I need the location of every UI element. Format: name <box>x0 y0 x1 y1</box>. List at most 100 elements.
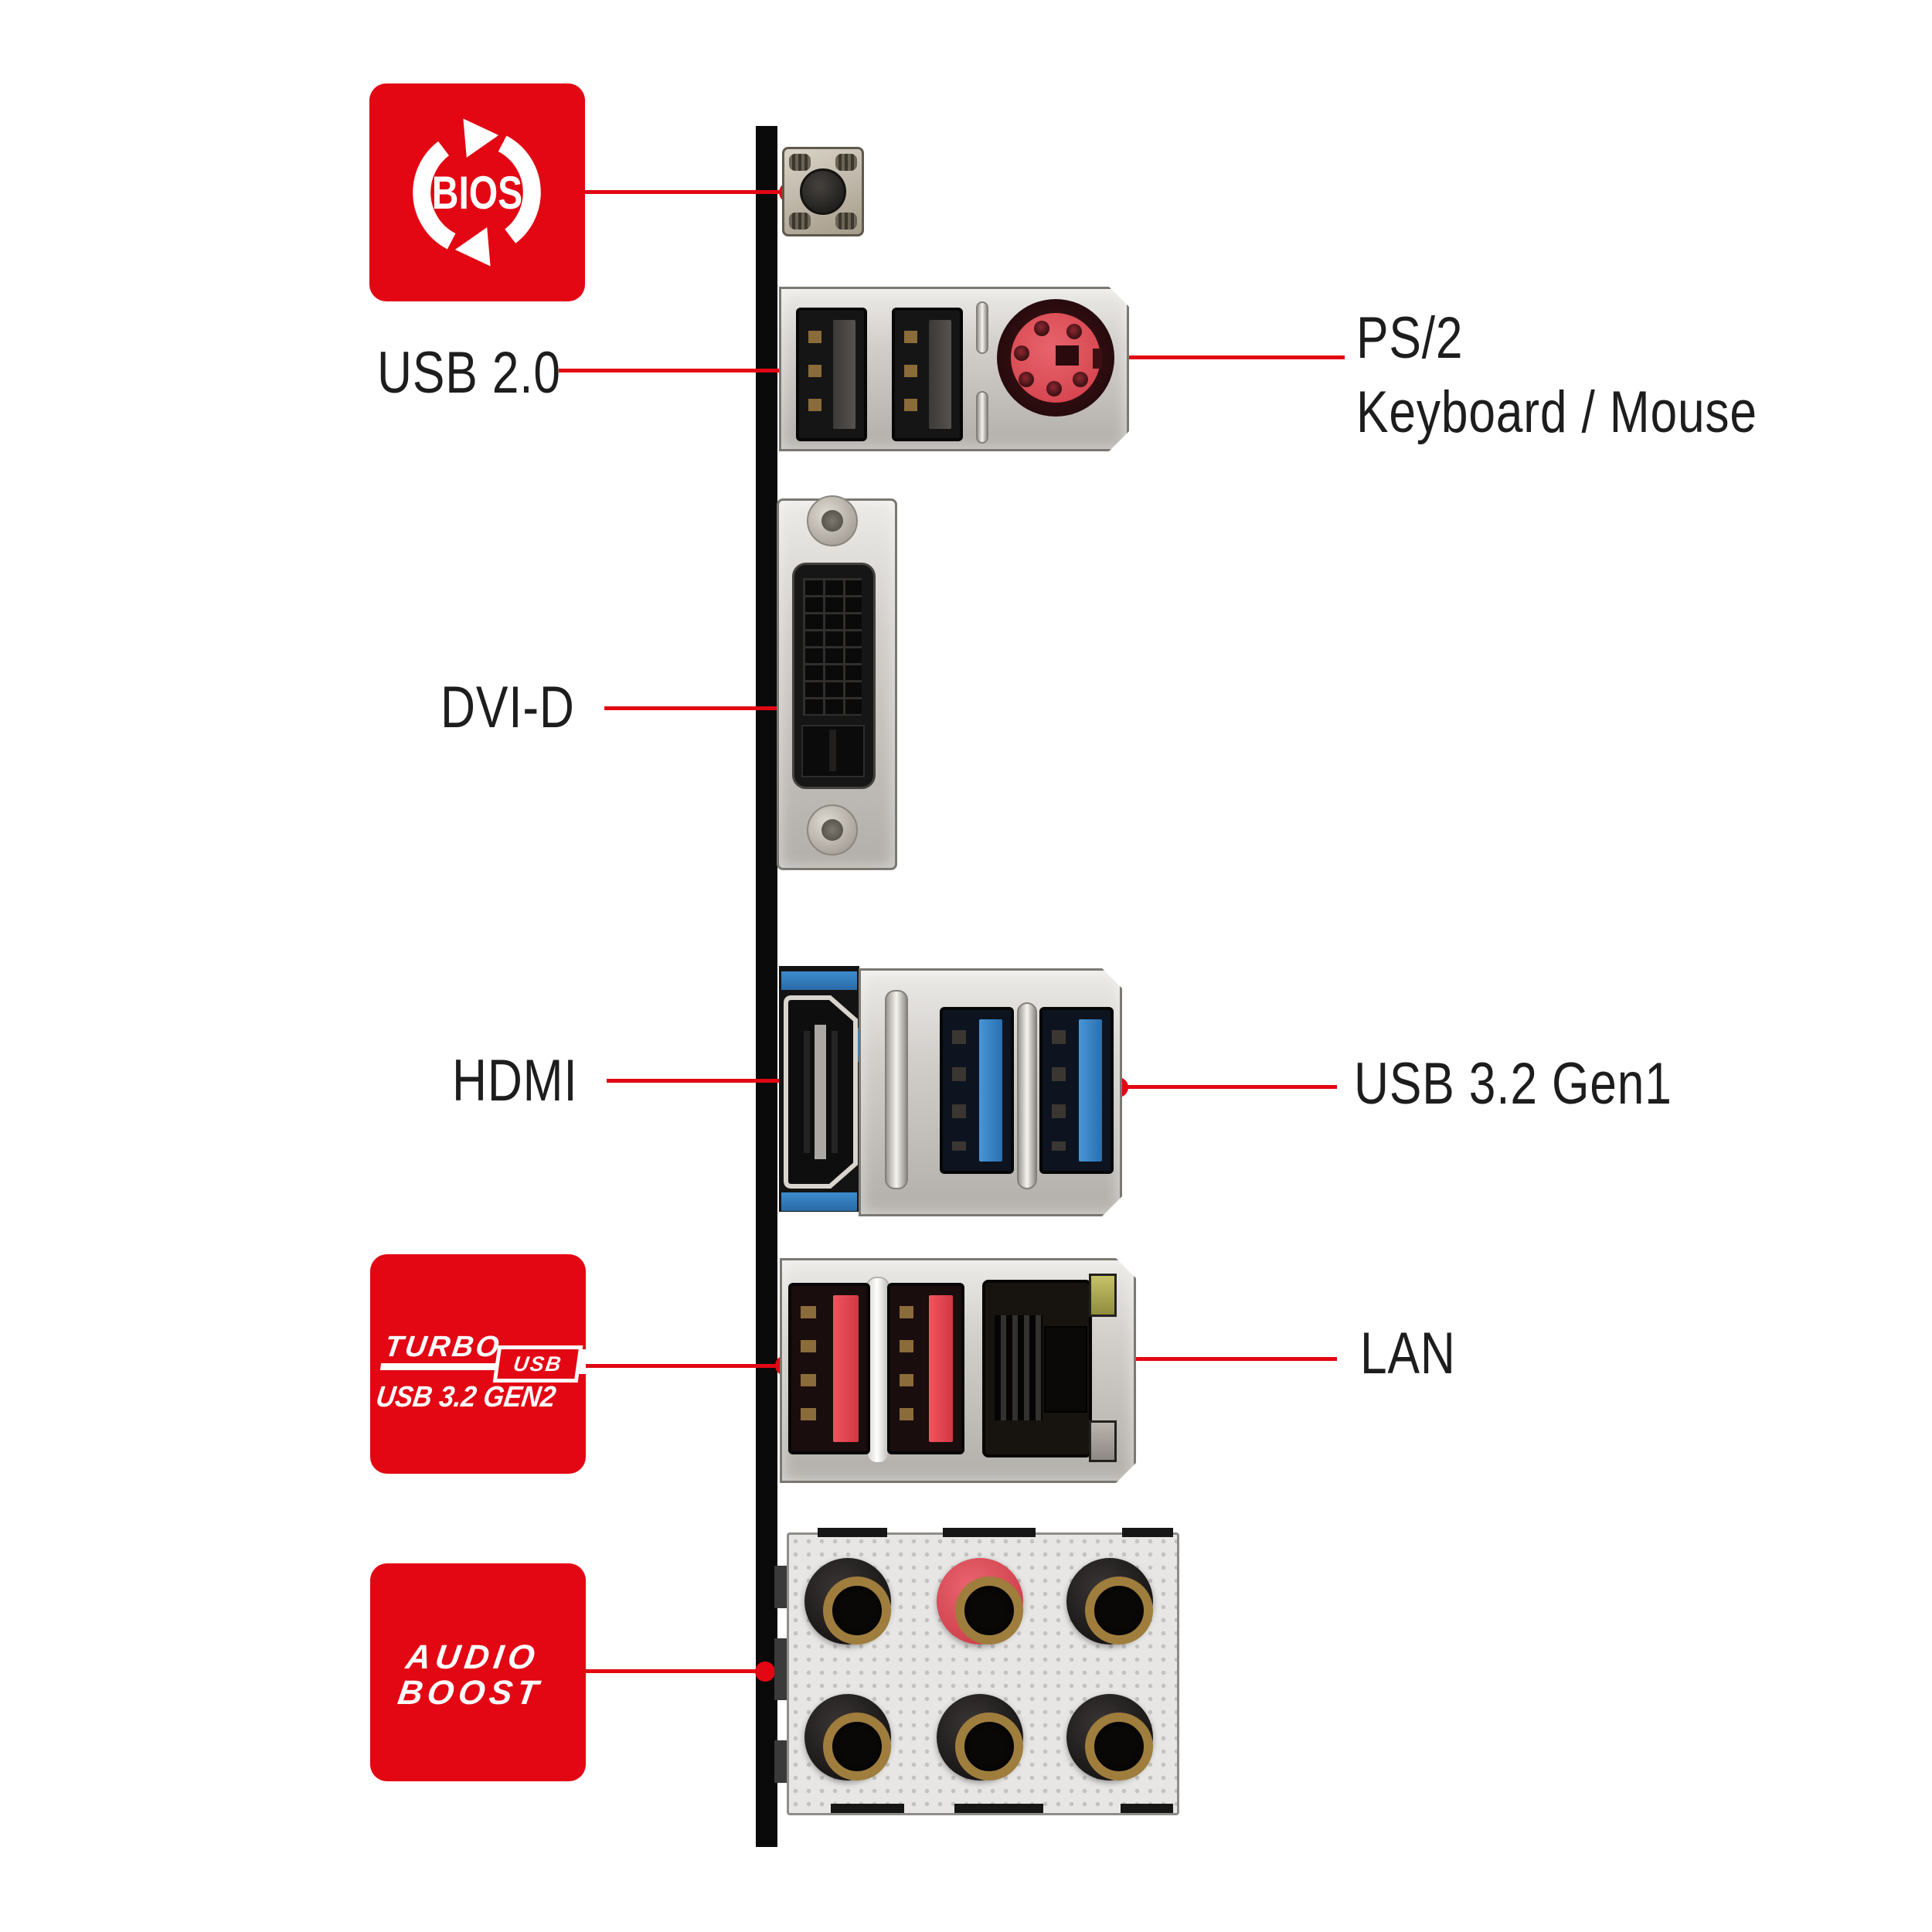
jack-gold-ring <box>823 1577 891 1645</box>
bios-flashback-button <box>782 147 864 236</box>
audio-jack <box>804 1694 891 1781</box>
usb-contacts <box>1052 1030 1066 1151</box>
hdmi-port <box>784 995 858 1189</box>
usb-gen2-tongue <box>928 1295 953 1442</box>
ps2-label: PS/2 Keyboard / Mouse <box>1356 301 1757 450</box>
ps2-key-slot <box>1056 345 1079 366</box>
usb-gen2-tongue <box>832 1295 859 1442</box>
lan-latch <box>1044 1326 1087 1413</box>
audio-boost-word-boost: BOOST <box>395 1674 546 1712</box>
button-plunger <box>800 168 846 215</box>
panel-notch <box>954 1804 1043 1813</box>
turbo-usb-box: USB <box>492 1345 583 1383</box>
lan-callout-line <box>1096 1357 1337 1361</box>
panel-groove <box>885 990 908 1189</box>
button-pad <box>835 154 857 171</box>
dvi-pin-grid <box>803 578 862 716</box>
button-pad <box>835 213 857 230</box>
audio-jack <box>1066 1694 1153 1781</box>
audio-jack <box>804 1558 891 1645</box>
turbo-usb-underline <box>379 1363 498 1370</box>
bios-badge-label: BIOS <box>431 166 523 219</box>
audio-boost-badge: AUDIO BOOST <box>370 1563 586 1781</box>
screw-hole <box>821 510 843 532</box>
jack-gold-ring <box>1085 1577 1153 1645</box>
usb-gen2-port-2 <box>887 1283 964 1454</box>
usb-contacts <box>801 1306 816 1431</box>
usb3-gen1-label: USB 3.2 Gen1 <box>1354 1051 1672 1117</box>
button-pad <box>789 154 811 171</box>
jack-gold-ring <box>955 1713 1023 1781</box>
ps2-pin-hole <box>1046 381 1062 396</box>
dvi-screw-bottom <box>807 804 858 855</box>
panel-notch <box>831 1804 904 1813</box>
dvi-blade-slot <box>801 725 865 777</box>
panel-notch <box>1122 1528 1173 1537</box>
turbo-usb-badge: TURBO USB USB 3.2 GEN2 <box>370 1254 591 1474</box>
dvi-label: DVI-D <box>440 675 575 740</box>
panel-notch <box>818 1528 887 1537</box>
usb-contacts <box>904 331 917 418</box>
usb2-port-2 <box>892 308 963 441</box>
panel-notch <box>1121 1804 1173 1813</box>
audio-boost-logo: AUDIO BOOST <box>355 1563 601 1781</box>
audio-callout-dot <box>755 1662 775 1682</box>
lan-led-activity <box>1089 1274 1117 1317</box>
usb2-tongue <box>929 320 951 429</box>
panel-groove <box>976 391 988 444</box>
usb-gen2-port-1 <box>788 1283 870 1454</box>
ps2-label-subtitle: Keyboard / Mouse <box>1356 379 1757 445</box>
ps2-port <box>997 299 1114 417</box>
jack-gold-ring <box>823 1713 891 1781</box>
hdmi-callout-line <box>607 1079 797 1083</box>
panel-tab <box>774 1740 787 1783</box>
button-pad <box>789 213 811 230</box>
ps2-callout-line <box>1111 355 1345 359</box>
usb3-stack-plastic <box>781 971 857 990</box>
panel-groove <box>1017 1002 1037 1189</box>
panel-groove <box>976 301 988 354</box>
panel-tab <box>774 1638 787 1700</box>
panel-tab <box>774 1566 787 1608</box>
turbo-usb-logo: TURBO USB USB 3.2 GEN2 <box>355 1254 601 1474</box>
usb-contacts <box>900 1306 914 1431</box>
ps2-pin-hole <box>1066 324 1082 339</box>
lan-led-link <box>1089 1420 1117 1462</box>
usb3-tongue <box>979 1019 1002 1162</box>
dvi-callout-line <box>604 706 802 710</box>
circular-refresh-arrows-icon <box>413 118 541 267</box>
dvi-port <box>792 563 876 789</box>
ps2-pin-hole <box>1019 372 1034 387</box>
usb3-gen1-port-1 <box>940 1007 1014 1174</box>
usb3-callout-line <box>1118 1085 1337 1089</box>
jack-gold-ring <box>955 1577 1023 1645</box>
usb-contacts <box>952 1030 966 1151</box>
ps2-side-notch <box>1093 349 1102 369</box>
lan-label: LAN <box>1360 1321 1456 1386</box>
panel-notch <box>943 1528 1036 1537</box>
ps2-insert <box>1011 313 1102 403</box>
turbo-usb-word-usb: USB <box>512 1352 564 1376</box>
blade-slit <box>829 730 836 771</box>
lan-port <box>982 1280 1092 1458</box>
hdmi-label: HDMI <box>452 1048 578 1114</box>
usb2-port-1 <box>796 308 867 441</box>
turbo-usb-callout-line <box>586 1364 785 1368</box>
usb3-tongue <box>1079 1019 1102 1162</box>
bios-callout-line <box>585 190 780 194</box>
audio-callout-line <box>586 1669 765 1673</box>
audio-jack <box>1066 1558 1153 1645</box>
lan-pin-comb <box>995 1315 1043 1420</box>
usb-contacts <box>808 331 821 418</box>
ps2-pin-hole <box>1014 345 1029 361</box>
ps2-label-title: PS/2 <box>1356 305 1464 371</box>
usb2-callout-line <box>559 369 800 372</box>
turbo-usb-word-turbo: TURBO <box>383 1331 504 1363</box>
usb3-stack-plastic <box>781 1192 857 1211</box>
io-shield-edge <box>756 126 777 1847</box>
usb3-gen1-port-2 <box>1039 1007 1114 1174</box>
bios-flashback-badge: BIOS <box>369 83 585 301</box>
audio-boost-word-audio: AUDIO <box>403 1638 542 1676</box>
ps2-pin-hole <box>1073 372 1088 387</box>
